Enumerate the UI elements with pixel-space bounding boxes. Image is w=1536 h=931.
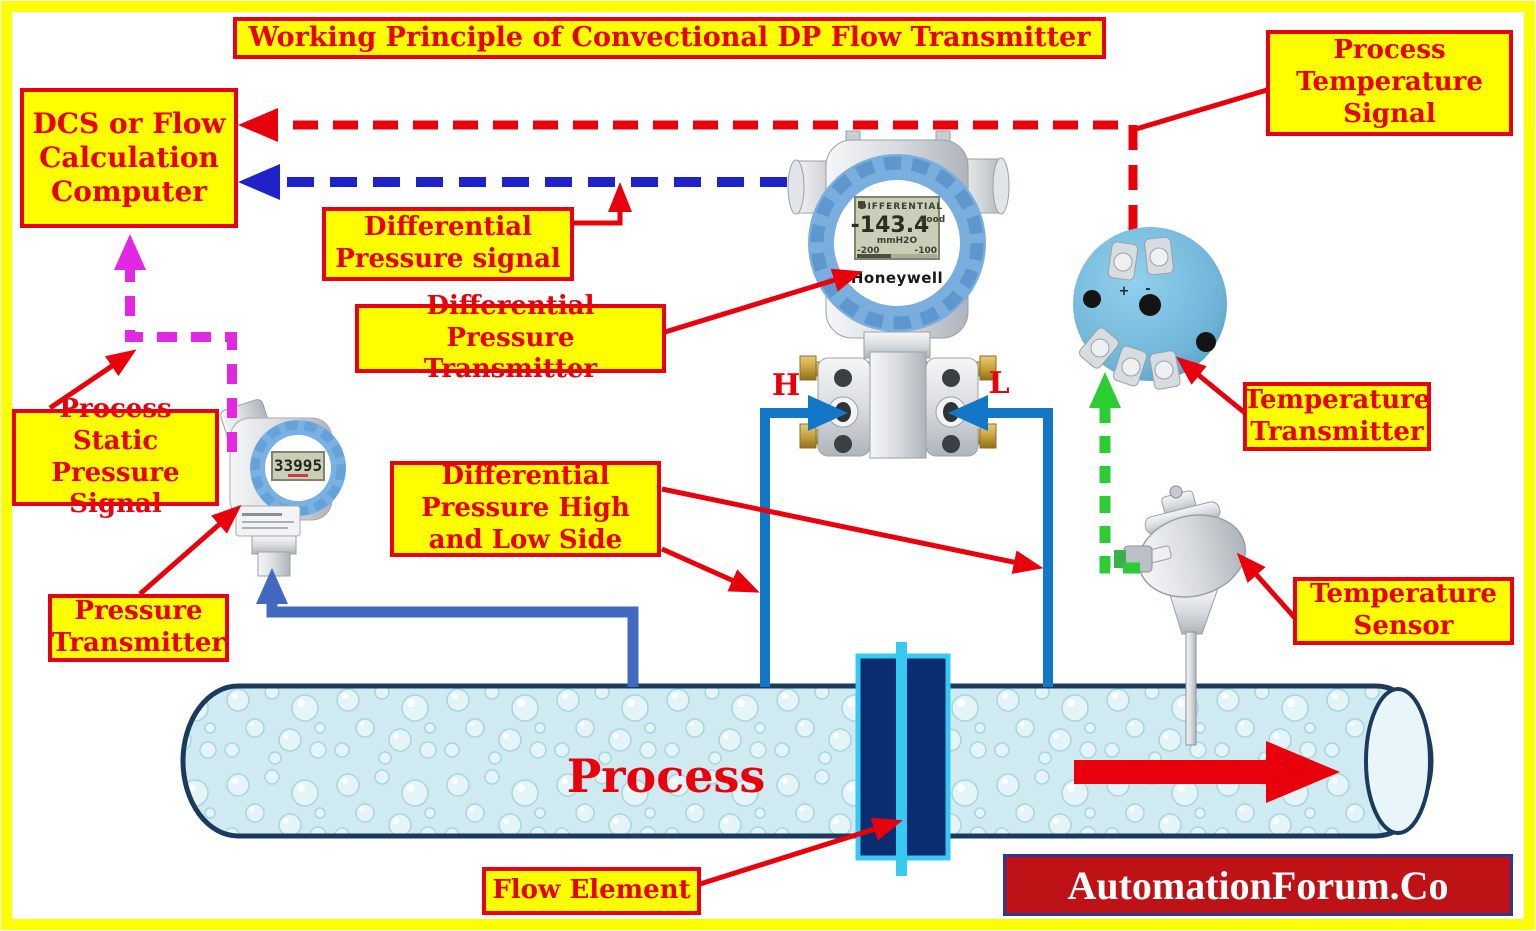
sensor-probe [1185,631,1197,746]
pointer-dp-transmitter [664,268,863,335]
flow-direction-arrow [1074,741,1340,803]
brand-label: Honeywell [851,269,943,287]
high-side-port [835,402,851,422]
static-pressure-signal-dashed-line [114,234,237,452]
process-pipe: Process [180,683,1434,839]
pipe-end-cap [1364,687,1432,835]
orifice-plate-line [896,642,907,876]
lcd-unit-text: mmH2O [877,236,918,246]
pt-lcd-value: 33995 [274,456,322,475]
low-side-label: L [988,366,1009,401]
process-label: Process [567,749,766,803]
lcd-scale-left: -200 [857,246,880,256]
pressure-transmitter-device: 33995 [220,399,346,577]
watermark-logo: AutomationForum.Co [1003,854,1513,916]
pressure-transmitter-box: Pressure Transmitter [48,594,229,662]
pointer-static-pressure-signal [48,349,137,411]
dp-lcd-display: DIFFERENTIAL -143.4 Good mmH2O -200 -100 [851,196,945,260]
lcd-mode-text: DIFFERENTIAL [859,202,943,212]
temperature-signal-dashed-line [238,108,1138,230]
low-side-impulse-line [948,395,1053,687]
sensor-signal-dashed-line [1089,372,1140,574]
temperature-sensor-box: Temperature Sensor [1293,577,1514,645]
diagram-title: Working Principle of Convectional DP Flo… [233,17,1106,59]
temperature-transmitter-box: Temperature Transmitter [1243,382,1431,451]
dcs-box: DCS or Flow Calculation Computer [20,88,238,228]
terminal-minus-mark: - [1145,282,1150,297]
pointer-low-side [661,486,1044,574]
process-connection [257,551,291,577]
process-static-pressure-signal-box: Process Static Pressure Signal [12,394,219,519]
flow-element-box: Flow Element [482,867,701,915]
high-side-label: H [772,368,800,403]
temperature-sensor-device [1114,485,1247,746]
flow-element [855,642,951,876]
low-side-port [943,402,959,422]
pointer-dp-signal [573,182,632,226]
pointer-flow-element [699,817,903,887]
pointer-pressure-transmitter [138,504,242,596]
differential-pressure-signal-box: Differential Pressure signal [322,207,574,281]
pt-lcd-display: 33995 [271,451,325,481]
pointer-temperature-sensor [1236,552,1297,620]
differential-pressure-transmitter-box: Differential Pressure Transmitter [355,291,666,384]
temperature-transmitter-device: + - [1073,227,1227,390]
terminal-plus-mark: + [1119,284,1130,299]
lcd-status-text: Good [919,215,945,225]
lcd-value-text: -143.4 [851,213,930,238]
pointer-high-side [660,546,760,593]
process-temperature-signal-box: Process Temperature Signal [1266,30,1513,136]
manifold-block [799,351,997,459]
pointer-process-temperature-signal [1135,87,1268,132]
pointer-temperature-transmitter [1175,356,1247,415]
dp-high-low-side-box: Differential Pressure High and Low Side [390,461,661,557]
high-side-impulse-line [760,395,848,687]
lcd-scale-right: -100 [914,246,937,256]
static-pressure-tap-line [256,568,639,687]
dp-transmitter-device: DIFFERENTIAL -143.4 Good mmH2O -200 -100… [787,130,1010,459]
